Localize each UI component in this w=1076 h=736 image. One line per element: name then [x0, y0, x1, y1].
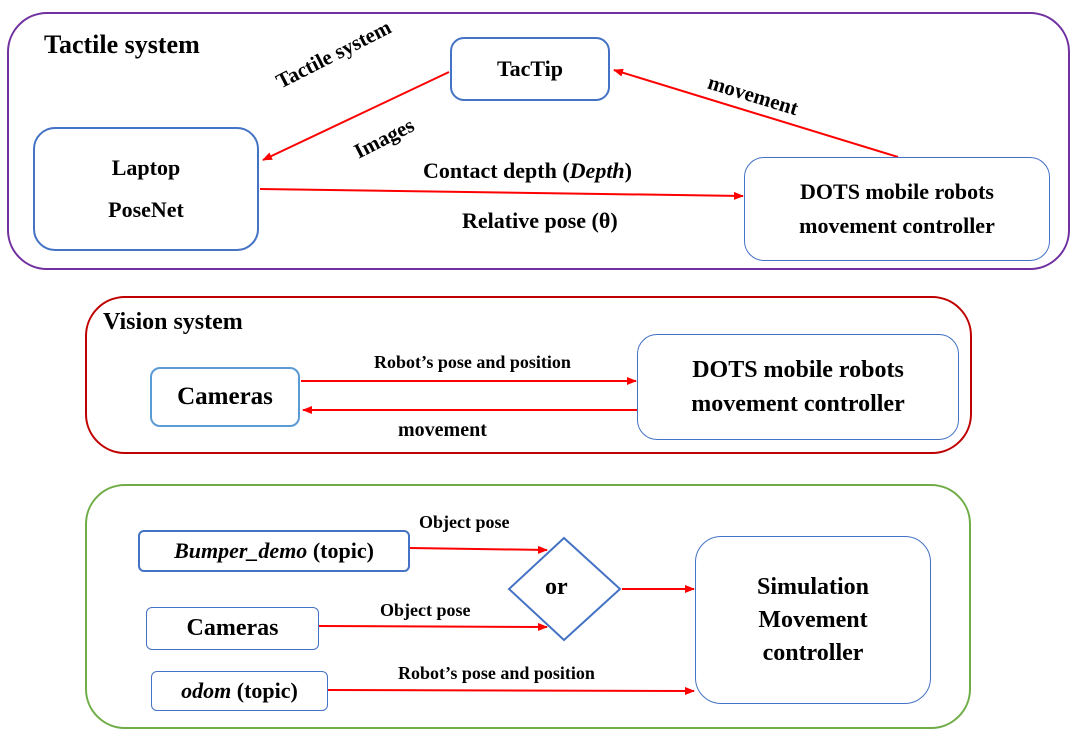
tactip-label: TacTip	[496, 56, 564, 81]
vision-system-panel	[85, 296, 972, 454]
edge-label-relative-pose: Relative pose (θ)	[462, 208, 618, 233]
tactile-depth-pose-arrow	[259, 188, 744, 200]
tactile-dots-line1: DOTS mobile robots	[800, 179, 994, 204]
vision-dots-line2: movement controller	[691, 391, 905, 417]
contact-depth-suffix: )	[624, 158, 632, 183]
sim-controller-line2: Movement	[758, 606, 868, 633]
sim-bumper-arrow	[409, 545, 548, 554]
vision-dots-controller-node[interactable]: DOTS mobile robots movement controller	[637, 334, 959, 440]
edge-label-object-pose-1: Object pose	[419, 512, 510, 532]
laptop-posenet-node[interactable]: Laptop PoseNet	[33, 127, 259, 251]
sim-cameras-node[interactable]: Cameras	[146, 607, 319, 650]
tactile-system-panel	[7, 12, 1070, 270]
edge-label-sim-pose-position: Robot’s pose and position	[398, 663, 595, 683]
odom-topic-name: odom	[181, 678, 232, 703]
simulation-panel	[85, 484, 971, 729]
edge-label-vision-movement: movement	[398, 419, 487, 441]
vision-cameras-node[interactable]: Cameras	[150, 367, 300, 427]
bumper-demo-topic-node[interactable]: Bumper_demo (topic)	[138, 530, 410, 572]
edge-label-contact-depth: Contact depth (Depth)	[423, 158, 632, 184]
laptop-label: Laptop	[111, 155, 181, 180]
contact-depth-prefix: Contact depth (	[423, 158, 570, 183]
vision-cameras-label: Cameras	[177, 383, 273, 410]
tactile-dots-line2: movement controller	[799, 213, 995, 238]
odom-topic-node[interactable]: odom (topic)	[151, 671, 328, 711]
decision-diamond	[507, 536, 622, 642]
posenet-label: PoseNet	[108, 197, 184, 222]
tactile-images-arrow	[262, 71, 450, 161]
contact-depth-variable: Depth	[569, 158, 625, 183]
odom-topic-suffix: (topic)	[231, 678, 298, 703]
tactile-dots-controller-node[interactable]: DOTS mobile robots movement controller	[744, 157, 1050, 261]
bumper-topic-suffix: (topic)	[307, 538, 374, 563]
sim-cameras-arrow	[318, 622, 548, 631]
decision-label: or	[545, 574, 568, 600]
sim-cameras-label: Cameras	[186, 615, 279, 641]
sim-controller-line3: controller	[762, 639, 864, 666]
vision-dots-line1: DOTS mobile robots	[692, 357, 904, 383]
bumper-topic-name: Bumper_demo	[174, 538, 308, 563]
tactile-movement-arrow	[613, 68, 899, 158]
tactip-node[interactable]: TacTip	[450, 37, 610, 101]
simulation-controller-node[interactable]: Simulation Movement controller	[695, 536, 931, 704]
sim-controller-line1: Simulation	[756, 573, 870, 600]
edge-label-object-pose-2: Object pose	[380, 600, 471, 620]
tactile-system-title: Tactile system	[44, 30, 200, 59]
sim-odom-arrow	[327, 686, 695, 695]
edge-label-vision-pose-position: Robot’s pose and position	[374, 352, 571, 372]
vision-system-title: Vision system	[103, 309, 243, 335]
